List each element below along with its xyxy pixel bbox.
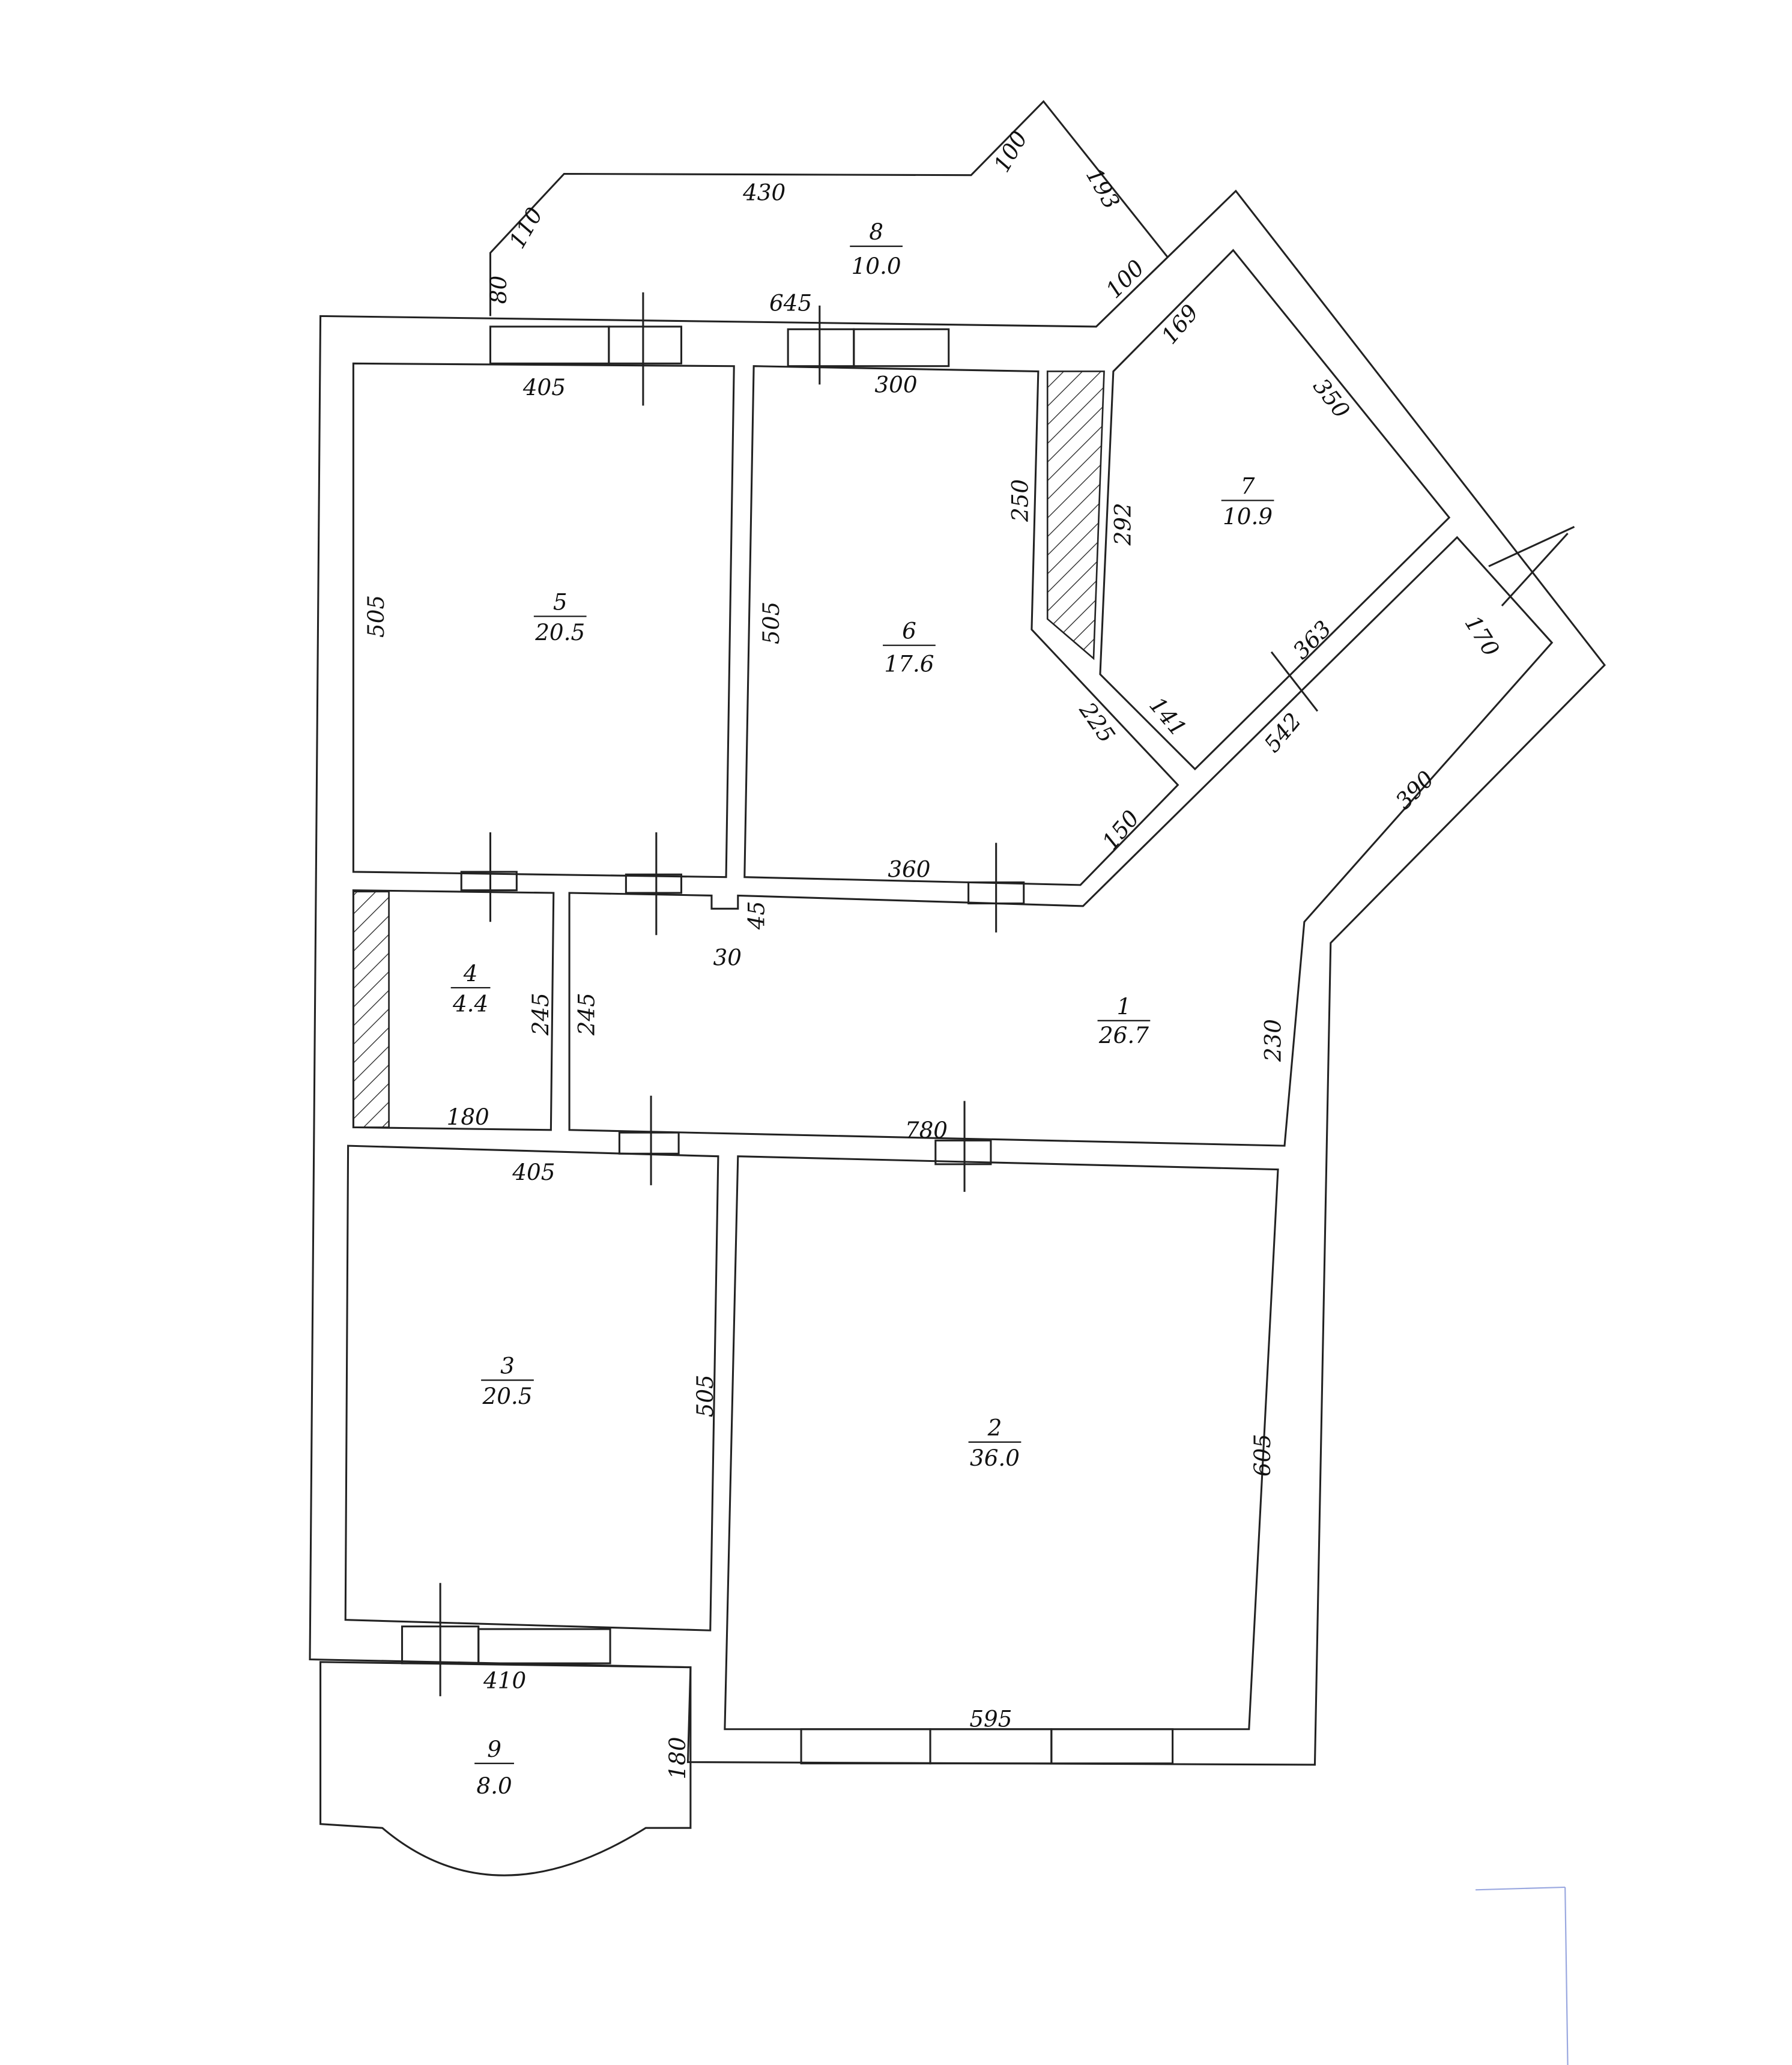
room-label-3: 320.5 [481, 1353, 534, 1409]
svg-text:1: 1 [1117, 993, 1131, 1020]
balcony-9-outline [319, 1661, 692, 1876]
room-6-outline [743, 365, 1179, 886]
dim: 595 [969, 1705, 1012, 1732]
dim: 430 [742, 179, 786, 205]
dim: 110 [504, 203, 548, 253]
dimension-labels: 430 100 193 110 80 100 645 405 300 169 3… [363, 126, 1505, 1779]
dim: 363 [1288, 615, 1336, 664]
dim: 350 [1308, 373, 1355, 423]
dim: 150 [1097, 805, 1144, 855]
svg-text:9: 9 [487, 1736, 501, 1762]
openings [401, 292, 1575, 1765]
svg-text:10.9: 10.9 [1223, 503, 1273, 530]
dim: 45 [743, 901, 770, 930]
svg-text:26.7: 26.7 [1098, 1022, 1149, 1048]
room-label-4: 44.4 [450, 960, 491, 1017]
dim: 505 [363, 595, 389, 638]
svg-text:4: 4 [463, 960, 478, 987]
dim: 405 [512, 1159, 555, 1185]
dim: 300 [874, 372, 917, 398]
room-label-5: 520.5 [533, 588, 587, 646]
room-label-9: 98.0 [474, 1736, 514, 1799]
room-5-outline [352, 362, 735, 878]
svg-text:8: 8 [869, 219, 883, 245]
dim: 780 [905, 1117, 948, 1143]
dim: 405 [522, 374, 566, 401]
stamp-mark [1475, 1886, 1569, 2065]
svg-text:36.0: 36.0 [970, 1445, 1020, 1471]
dim: 360 [888, 856, 930, 883]
shaft-hatch-2 [353, 890, 390, 1128]
dim: 170 [1460, 611, 1505, 661]
dim: 230 [1259, 1019, 1286, 1062]
dim: 505 [758, 602, 784, 644]
dim: 193 [1081, 163, 1125, 214]
dim: 245 [527, 993, 554, 1036]
room-label-6: 617.6 [883, 618, 936, 677]
room-label-8: 810.0 [850, 219, 903, 279]
dim: 605 [1249, 1434, 1276, 1477]
svg-text:17.6: 17.6 [884, 651, 934, 677]
dim: 245 [574, 993, 600, 1036]
dim: 390 [1390, 766, 1439, 814]
dim: 30 [713, 945, 742, 971]
dim: 542 [1259, 707, 1306, 757]
room-2-outline [724, 1155, 1279, 1731]
dim: 141 [1144, 692, 1191, 742]
svg-text:4.4: 4.4 [452, 990, 488, 1017]
room-1-outline [568, 536, 1554, 1147]
dim: 225 [1074, 697, 1120, 748]
dim: 169 [1156, 300, 1203, 349]
balcony-8-outline [489, 100, 1169, 316]
svg-text:20.5: 20.5 [482, 1383, 533, 1409]
svg-text:2: 2 [987, 1415, 1002, 1441]
svg-text:3: 3 [500, 1353, 515, 1379]
dim: 292 [1109, 503, 1136, 546]
dim: 100 [1100, 255, 1149, 303]
dim: 180 [447, 1104, 489, 1130]
svg-text:5: 5 [553, 588, 568, 615]
svg-text:20.5: 20.5 [534, 619, 585, 646]
dim: 180 [664, 1737, 691, 1779]
svg-text:10.0: 10.0 [852, 253, 901, 279]
shaft-hatch [1046, 370, 1105, 661]
dim: 250 [1006, 479, 1033, 522]
room-3-outline [344, 1144, 719, 1631]
dim: 645 [769, 290, 812, 316]
dim: 100 [988, 126, 1033, 177]
svg-text:8.0: 8.0 [476, 1773, 512, 1799]
room-7-outline [1099, 249, 1451, 771]
svg-text:7: 7 [1241, 473, 1255, 499]
room-label-7: 710.9 [1221, 473, 1274, 530]
dim: 80 [485, 276, 512, 304]
dim: 410 [483, 1667, 526, 1694]
dim: 505 [692, 1374, 718, 1417]
room-label-1: 126.7 [1097, 993, 1151, 1048]
room-label-2: 236.0 [968, 1415, 1022, 1471]
outer-wall [309, 189, 1606, 1766]
svg-text:6: 6 [902, 618, 916, 644]
